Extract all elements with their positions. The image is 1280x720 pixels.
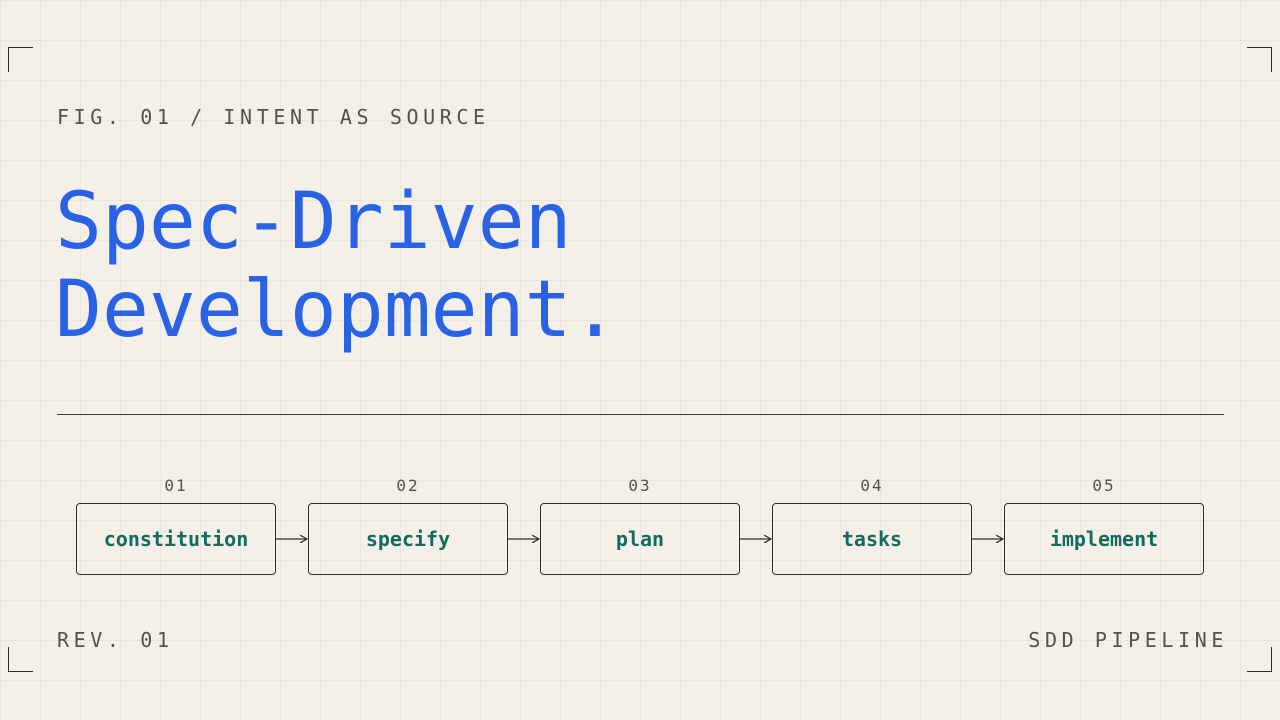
pipeline-label: SDD PIPELINE	[1028, 628, 1228, 652]
stage-box-plan[interactable]: plan	[540, 503, 740, 575]
corner-mark-bottom-right	[1247, 647, 1272, 672]
stage-box-implement[interactable]: implement	[1004, 503, 1204, 575]
stage-number-constitution: 01	[164, 476, 188, 495]
title-line-2: Development.	[55, 265, 619, 355]
corner-mark-bottom-left	[8, 647, 33, 672]
title-line-1: Spec-Driven	[55, 177, 572, 267]
stage-box-tasks[interactable]: tasks	[772, 503, 972, 575]
stage-number-specify: 02	[396, 476, 420, 495]
stage-number-implement: 05	[1092, 476, 1116, 495]
divider	[57, 414, 1224, 415]
corner-mark-top-left	[8, 47, 33, 72]
corner-mark-top-right	[1247, 47, 1272, 72]
stage-box-specify[interactable]: specify	[308, 503, 508, 575]
stage-number-plan: 03	[628, 476, 652, 495]
figure-label: FIG. 01 / INTENT AS SOURCE	[57, 105, 490, 129]
stage-box-constitution[interactable]: constitution	[76, 503, 276, 575]
page-title: Spec-Driven Development.	[55, 178, 619, 354]
revision-label: REV. 01	[57, 628, 174, 652]
stage-number-tasks: 04	[860, 476, 884, 495]
